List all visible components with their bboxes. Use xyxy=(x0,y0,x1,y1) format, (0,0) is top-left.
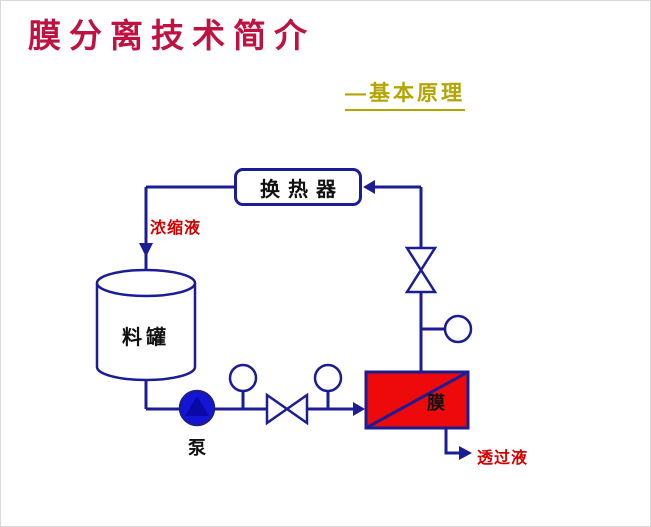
pump-icon xyxy=(178,389,216,427)
flow-arrow-left-icon xyxy=(363,180,375,194)
permeate-label: 透过液 xyxy=(477,450,529,467)
flow-arrow-down-icon xyxy=(139,243,153,257)
gauge-2-dial xyxy=(313,363,343,393)
valve-2-icon xyxy=(404,246,438,294)
heat-exchanger-box: 换热器 xyxy=(234,168,362,206)
valve-2-top xyxy=(404,246,438,273)
valve-1-icon xyxy=(265,392,309,426)
feed-tank-top xyxy=(95,268,197,298)
feed-tank-shape xyxy=(95,268,197,382)
flow-arrow-right-icon xyxy=(353,402,365,416)
permeate-arrow-icon xyxy=(459,446,472,460)
membrane-module xyxy=(364,370,470,430)
pipe-permeate xyxy=(444,428,459,455)
page-subtitle: —基本原理 xyxy=(345,77,465,111)
page-title: 膜分离技术简介 xyxy=(28,17,315,54)
pressure-gauge-3 xyxy=(421,314,473,344)
valve-2-bottom xyxy=(404,267,438,294)
pump-label: 泵 xyxy=(188,438,206,458)
gauge-3-dial xyxy=(443,314,473,344)
pressure-gauge-2 xyxy=(313,363,343,409)
heat-exchanger-label: 换热器 xyxy=(260,178,344,201)
membrane-diagonal xyxy=(365,370,469,430)
membrane-label: 膜 xyxy=(427,393,445,413)
pump-impeller xyxy=(185,396,209,416)
permeate-line xyxy=(444,428,472,460)
concentrate-label: 浓缩液 xyxy=(150,220,202,237)
valve-1-right xyxy=(284,392,309,426)
gauge-1-dial xyxy=(228,363,258,393)
pressure-gauge-1 xyxy=(228,363,258,409)
feed-tank-label: 料罐 xyxy=(122,327,170,349)
valve-1-left xyxy=(265,392,290,426)
